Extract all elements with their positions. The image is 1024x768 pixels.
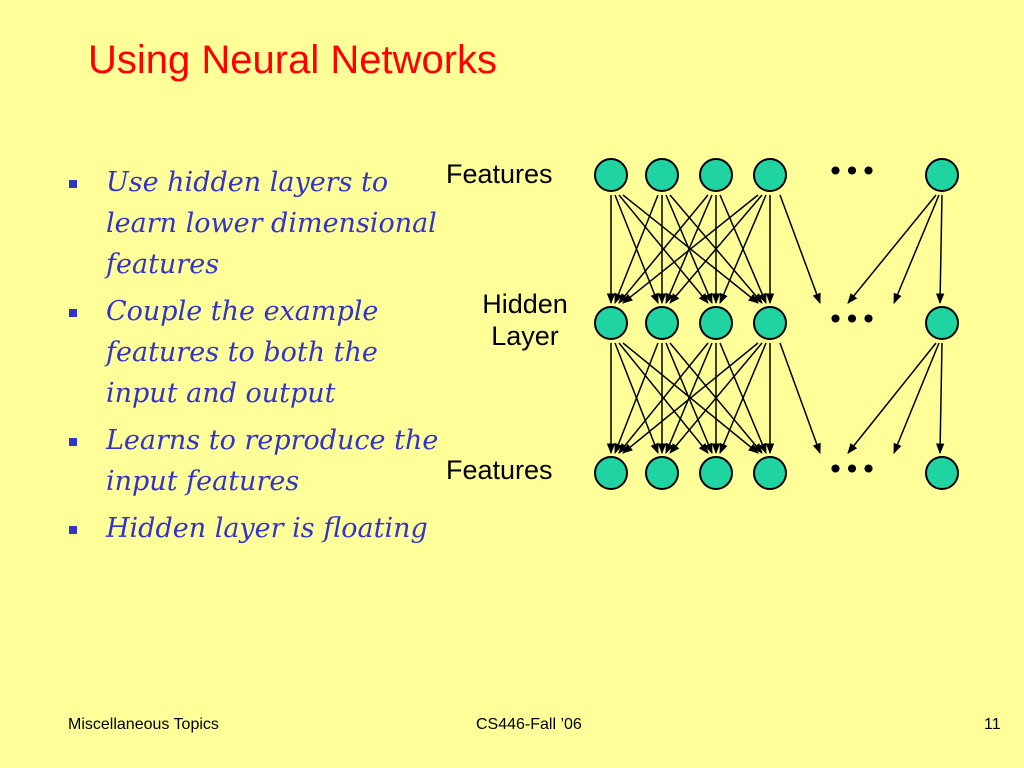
- connection-arrow: [618, 194, 709, 304]
- connection-arrow: [893, 194, 940, 304]
- connection-arrow: [614, 194, 659, 304]
- bullet-item: Couple the example features to both the …: [62, 291, 452, 414]
- network-edges: [606, 194, 945, 455]
- bullet-text: Use hidden layers to learn lower dimensi…: [106, 167, 437, 280]
- hidden-node: [753, 306, 787, 340]
- connection-arrow: [779, 342, 821, 454]
- hidden-layer-label-line2: Layer: [491, 321, 559, 351]
- connection-arrow: [719, 194, 767, 304]
- connection-arrow: [935, 342, 945, 455]
- output-node: [594, 456, 628, 490]
- ellipsis-dots: •••: [827, 453, 877, 486]
- input-node: [645, 158, 679, 192]
- hidden-node: [645, 306, 679, 340]
- output-node: [645, 456, 679, 490]
- footer-left: Miscellaneous Topics: [68, 716, 219, 733]
- slide-title: Using Neural Networks: [88, 38, 498, 82]
- network-ellipses: ••• ••• •••: [827, 155, 877, 486]
- hidden-node: [594, 306, 628, 340]
- hidden-layer-label-line1: Hidden: [482, 289, 568, 319]
- ellipsis-dots: •••: [827, 155, 877, 188]
- connection-arrow: [935, 194, 945, 305]
- bullet-text: Couple the example features to both the …: [106, 296, 379, 409]
- connection-arrow: [665, 194, 713, 304]
- output-node: [753, 456, 787, 490]
- bullet-item: Use hidden layers to learn lower dimensi…: [62, 162, 452, 285]
- bullet-list: Use hidden layers to learn lower dimensi…: [62, 162, 452, 555]
- output-node: [925, 456, 959, 490]
- bullet-square-icon: [69, 180, 77, 188]
- input-node: [594, 158, 628, 192]
- input-node: [925, 158, 959, 192]
- ellipsis-dots: •••: [827, 303, 877, 336]
- connection-arrow: [669, 342, 763, 454]
- page-number: 11: [984, 716, 1001, 733]
- connection-arrow: [622, 194, 759, 304]
- connection-arrow: [847, 194, 937, 304]
- connection-arrow: [719, 342, 767, 454]
- bullet-item: Hidden layer is floating: [62, 508, 452, 549]
- connection-arrow: [665, 342, 713, 454]
- hidden-node: [925, 306, 959, 340]
- hidden-node: [699, 306, 733, 340]
- bullet-square-icon: [69, 526, 77, 534]
- bullet-square-icon: [69, 309, 77, 317]
- network-nodes: [594, 158, 959, 490]
- connection-arrow: [622, 342, 759, 454]
- output-node: [699, 456, 733, 490]
- bullet-square-icon: [69, 438, 77, 446]
- connection-arrow: [614, 342, 659, 454]
- input-layer-label: Features: [446, 159, 553, 189]
- hidden-layer-label: Hidden Layer: [470, 288, 580, 352]
- input-node: [753, 158, 787, 192]
- connection-arrow: [618, 342, 709, 454]
- input-node: [699, 158, 733, 192]
- connection-arrow: [779, 194, 821, 304]
- connection-arrow: [893, 342, 940, 454]
- connection-arrow: [847, 342, 937, 454]
- bullet-text: Learns to reproduce the input features: [106, 425, 439, 497]
- bullet-item: Learns to reproduce the input features: [62, 420, 452, 502]
- bullet-text: Hidden layer is floating: [106, 513, 428, 544]
- connection-arrow: [669, 194, 763, 304]
- output-layer-label: Features: [446, 455, 553, 485]
- footer-center: CS446-Fall ’06: [476, 716, 582, 733]
